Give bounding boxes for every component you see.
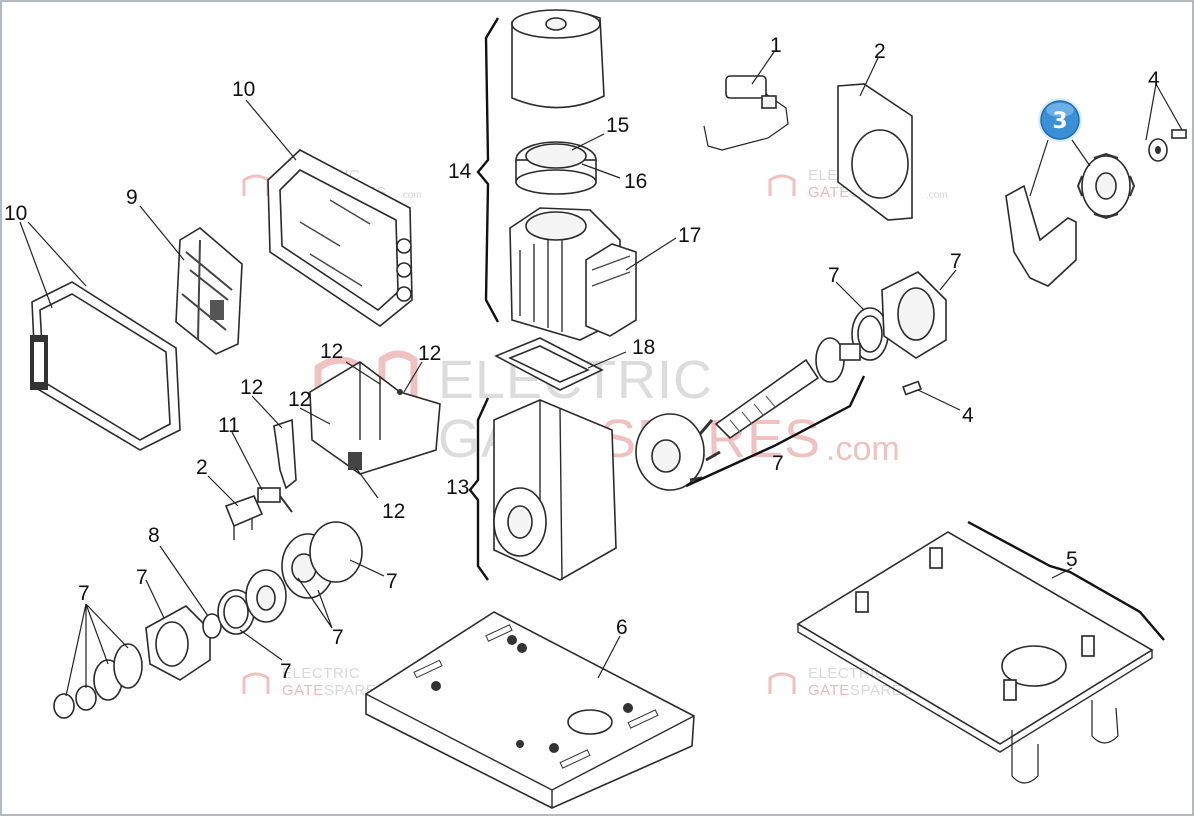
part-7-bearing-stack[interactable] bbox=[53, 605, 211, 719]
watermark-center-suffix: .com bbox=[826, 430, 900, 468]
label-2-plate: 2 bbox=[874, 40, 886, 63]
part-7-rings-center[interactable] bbox=[217, 521, 363, 635]
label-12-d: 12 bbox=[288, 388, 311, 411]
watermark-bl-line1: ELECTRIC bbox=[282, 665, 360, 682]
label-18: 18 bbox=[632, 336, 655, 359]
label-10-box: 10 bbox=[232, 78, 255, 101]
label-16: 16 bbox=[624, 170, 647, 193]
watermark-bottom-right: ELECTRIC GATE SPARES .com bbox=[768, 665, 948, 699]
label-7-stack: 7 bbox=[78, 582, 90, 605]
label-17: 17 bbox=[678, 224, 701, 247]
part-7-drive-shaft[interactable] bbox=[714, 337, 861, 440]
label-7-seal: 7 bbox=[386, 570, 398, 593]
label-7-pulley: 7 bbox=[332, 626, 344, 649]
watermark-tr-line2a: GATE bbox=[808, 184, 850, 201]
label-15: 15 bbox=[606, 114, 629, 137]
highlight-badge-3[interactable]: 3 bbox=[1038, 98, 1082, 142]
label-11: 11 bbox=[218, 414, 240, 437]
watermark-br-line2a: GATE bbox=[808, 682, 850, 699]
part-5-foundation-plate[interactable] bbox=[796, 531, 1154, 784]
watermark-bottom-left: ELECTRIC GATE SPARES .com bbox=[242, 665, 422, 699]
part-4-key[interactable] bbox=[902, 380, 922, 396]
part-18-gasket[interactable] bbox=[494, 337, 604, 391]
watermark-br-line2b: SPARES bbox=[850, 682, 913, 699]
label-13: 13 bbox=[446, 476, 469, 499]
badge-3-text: 3 bbox=[1052, 109, 1067, 134]
brace-5 bbox=[967, 520, 1165, 641]
part-17-capacitor-box[interactable] bbox=[585, 243, 637, 337]
brace-7-shaft bbox=[685, 375, 866, 488]
label-2-small: 2 bbox=[196, 456, 208, 479]
watermark-br-line1: ELECTRIC bbox=[808, 665, 886, 682]
part-15-16-disc[interactable] bbox=[515, 141, 597, 195]
label-7-bearing: 7 bbox=[280, 660, 292, 683]
label-12-e: 12 bbox=[382, 500, 405, 523]
label-14: 14 bbox=[448, 160, 472, 183]
part-7-housing-right[interactable] bbox=[881, 271, 947, 359]
part-2-small-bracket[interactable] bbox=[224, 494, 264, 540]
part-10-cover[interactable] bbox=[30, 281, 181, 451]
label-5: 5 bbox=[1066, 548, 1078, 571]
part-3-pinion-assembly[interactable] bbox=[1005, 152, 1136, 287]
part-4-washer-bolt[interactable] bbox=[1148, 129, 1187, 162]
label-7-housing-left: 7 bbox=[136, 566, 148, 589]
part-12-clip[interactable] bbox=[273, 418, 297, 490]
brace-13 bbox=[468, 397, 490, 581]
part-2-mount-plate[interactable] bbox=[837, 83, 913, 221]
label-7-shaft: 7 bbox=[772, 452, 784, 475]
part-6-base-plate[interactable] bbox=[365, 611, 695, 809]
watermark-tr-suffix: .com bbox=[926, 190, 948, 201]
part-11-switch[interactable] bbox=[257, 487, 293, 513]
label-4-bolt: 4 bbox=[1148, 68, 1160, 91]
label-12-c: 12 bbox=[240, 376, 263, 399]
part-1-sensor[interactable] bbox=[703, 75, 789, 151]
label-10-cover: 10 bbox=[4, 202, 27, 225]
part-8-oring[interactable] bbox=[202, 613, 222, 639]
label-6: 6 bbox=[616, 616, 628, 639]
part-12-bracket-large[interactable] bbox=[309, 361, 441, 475]
label-12-a: 12 bbox=[320, 340, 343, 363]
watermark-tl-suffix: .com bbox=[400, 190, 422, 201]
part-14-motor-cap[interactable] bbox=[511, 9, 605, 109]
label-1: 1 bbox=[770, 34, 782, 57]
part-10-control-box[interactable] bbox=[267, 149, 413, 327]
callout-labels: 1 2 4 7 7 4 7 5 6 10 9 10 15 16 14 17 18… bbox=[4, 34, 1160, 683]
brace-14 bbox=[476, 17, 500, 323]
part-7-ring-right[interactable] bbox=[851, 307, 889, 361]
watermark-bl-line2a: GATE bbox=[282, 682, 324, 699]
label-9: 9 bbox=[126, 186, 138, 209]
label-8: 8 bbox=[148, 524, 160, 547]
leader-lines bbox=[19, 51, 1183, 697]
label-7-ring: 7 bbox=[828, 264, 840, 287]
part-9-circuit-board[interactable] bbox=[175, 227, 243, 355]
label-4-key: 4 bbox=[962, 404, 974, 427]
label-12-b: 12 bbox=[418, 342, 441, 365]
label-7-housing: 7 bbox=[950, 250, 962, 273]
part-13-gearbox[interactable] bbox=[493, 399, 617, 581]
